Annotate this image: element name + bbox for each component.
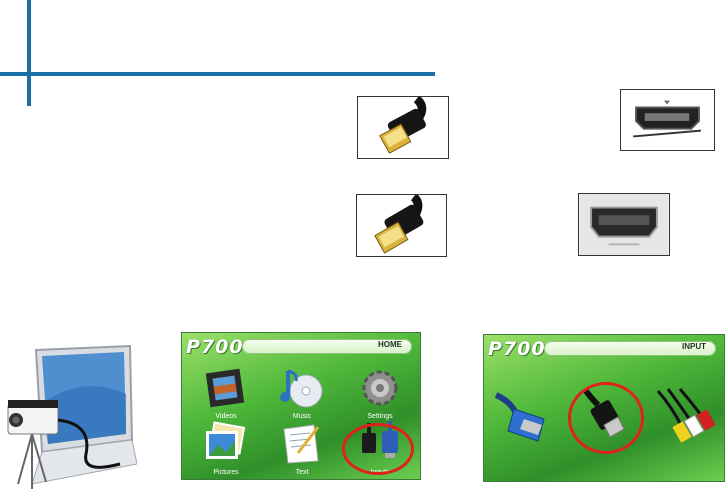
home-menu-screen: P700 HOME Videos Music Settings [181, 332, 421, 480]
pictures-icon [206, 421, 246, 459]
music-cd-icon [280, 369, 323, 408]
film-icon [205, 368, 245, 408]
home-item-label: Text [295, 469, 309, 476]
selection-highlight-ring [342, 423, 414, 475]
hdmi-port-photo-1 [620, 89, 715, 151]
home-item-pictures[interactable]: Pictures [202, 421, 250, 476]
selection-highlight-ring [568, 382, 644, 454]
brand-logo: P700 [186, 336, 244, 358]
gear-icon [362, 370, 398, 406]
accent-horizontal-line [0, 72, 435, 76]
rca-cable-icon [656, 388, 716, 443]
laptop-projector-photo [2, 344, 137, 492]
hdmi-plug-photo-2 [356, 194, 447, 257]
screen-title-bar: HOME [242, 339, 412, 354]
screen-title: INPUT [682, 342, 706, 351]
hdmi-port-photo-2 [578, 193, 670, 256]
home-item-label: Pictures [213, 469, 239, 476]
laptop-projector-icon [2, 344, 137, 492]
input-item-av[interactable] [652, 387, 718, 445]
home-item-label: Videos [215, 413, 237, 420]
home-item-label: Settings [367, 413, 393, 420]
text-document-icon [283, 424, 320, 464]
home-item-videos[interactable]: Videos [202, 365, 250, 420]
input-item-vga[interactable] [494, 389, 556, 445]
home-item-settings[interactable]: Settings [356, 365, 404, 420]
home-item-label: Music [292, 413, 312, 420]
vga-cable-icon [494, 392, 545, 442]
hdmi-plug-icon [374, 195, 424, 254]
home-item-music[interactable]: Music [278, 365, 326, 420]
screen-header: P700 INPUT [484, 335, 724, 361]
screen-header: P700 HOME [182, 333, 420, 359]
hdmi-port-icon [621, 90, 714, 150]
brand-logo: P700 [488, 338, 546, 360]
screen-title: HOME [378, 340, 402, 349]
screen-title-bar: INPUT [544, 341, 716, 356]
hdmi-plug-photo-1 [357, 96, 449, 159]
input-menu-screen: P700 INPUT [483, 334, 725, 482]
hdmi-plug-icon [379, 97, 427, 154]
home-item-text[interactable]: Text [278, 421, 326, 476]
accent-vertical-line [27, 0, 31, 106]
hdmi-port-icon [579, 194, 669, 255]
